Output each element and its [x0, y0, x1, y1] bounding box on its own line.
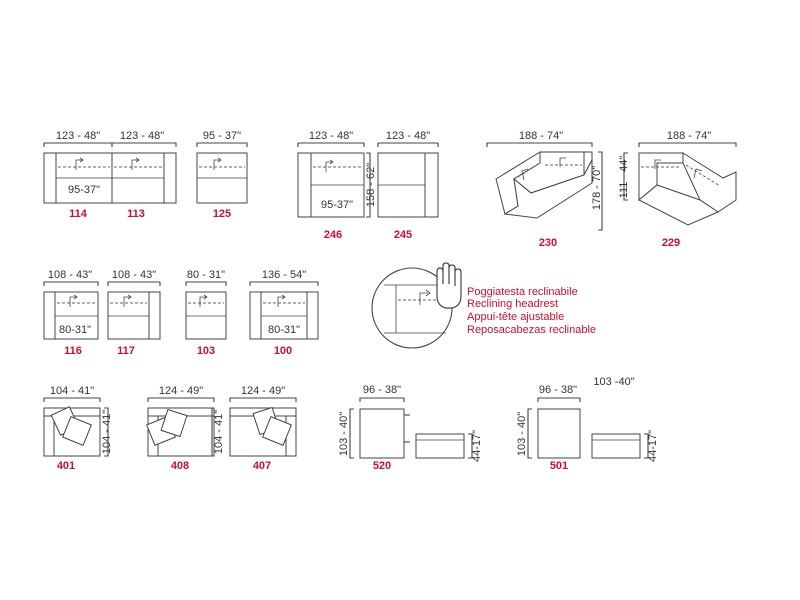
cushion-icon: [160, 408, 188, 438]
width-label: 124 - 49": [159, 385, 203, 397]
width-label: 188 - 74": [519, 130, 563, 142]
depth-label: 158 - 62": [365, 163, 377, 207]
depth-label: 111 - 44": [618, 156, 630, 199]
width-label: 188 - 74": [667, 130, 711, 142]
module-113: 123 - 48" 113: [111, 130, 177, 220]
module-230: 188 - 74" 230 178 - 70": [486, 130, 603, 249]
depth-label: 103 - 40": [338, 412, 350, 456]
hand-icon: [436, 262, 462, 309]
width-label: 136 - 54": [262, 269, 306, 281]
module-408: 124 - 49" 104 - 41" 408: [146, 385, 225, 472]
width-label: 123 - 48": [386, 130, 430, 142]
module-code: 230: [539, 237, 557, 249]
module-code: 103: [197, 345, 215, 357]
module-125: 95 - 37" 125: [196, 130, 248, 220]
module-code: 100: [274, 345, 292, 357]
width-label: 123 - 48": [56, 130, 100, 142]
width-label: 124 - 49": [241, 385, 285, 397]
module-401: 104 - 41" 104 - 41" 401: [43, 385, 113, 472]
module-code: 245: [394, 229, 412, 241]
depth-label: 103 - 40": [516, 412, 528, 456]
width-label: 95 - 37": [203, 130, 241, 142]
width-label: 123 - 48": [309, 130, 353, 142]
inner-width-label: 80-31": [268, 324, 300, 336]
inner-width-label: 80-31": [59, 324, 91, 336]
module-100: 136 - 54" 80-31" 100: [249, 269, 319, 357]
width-label: 108 - 43": [48, 269, 92, 281]
legend-line-fr: Appui-tête ajustable: [467, 311, 564, 323]
height-label: 44-17": [471, 430, 483, 462]
extra-dimension-label: 103 -40": [593, 376, 634, 388]
legend-line-en: Reclining headrest: [467, 298, 558, 310]
inner-width-label: 95-37": [321, 199, 353, 211]
height-label: 44-17": [647, 430, 659, 462]
module-code: 401: [57, 460, 75, 472]
module-520: 96 - 38" 103 - 40" 520 44-17": [338, 384, 483, 472]
depth-label: 104 - 41": [101, 410, 113, 454]
module-246: 123 - 48" 95-37" 246 158 - 62": [297, 130, 377, 241]
width-label: 108 - 43": [112, 269, 156, 281]
module-code: 520: [373, 460, 391, 472]
depth-label: 178 - 70": [591, 166, 603, 210]
module-407: 124 - 49" 407: [229, 385, 297, 472]
depth-label: 104 - 41": [213, 410, 225, 454]
legend-line-es: Reposacabezas reclinable: [467, 324, 596, 336]
width-label: 80 - 31": [187, 269, 225, 281]
width-label: 96 - 38": [363, 384, 401, 396]
module-code: 125: [213, 208, 231, 220]
cushion-icon: [262, 416, 292, 446]
legend-line-it: Poggiatesta reclinabile: [467, 286, 578, 298]
module-114: 123 - 48" 95-37" 114: [43, 130, 113, 220]
module-code: 229: [662, 237, 680, 249]
width-label: 123 - 48": [120, 130, 164, 142]
module-code: 246: [324, 229, 342, 241]
ottoman-side-view: [591, 433, 641, 459]
module-code: 113: [127, 208, 145, 220]
module-229: 188 - 74" 111 - 44" 229: [618, 130, 737, 249]
ottoman-side-view: [415, 433, 465, 459]
module-103: 80 - 31" 103: [185, 269, 227, 357]
width-label: 104 - 41": [50, 385, 94, 397]
module-code: 114: [69, 208, 88, 220]
module-code: 117: [117, 345, 135, 357]
module-501: 96 - 38" 103 -40" 103 - 40" 501 44-17": [516, 376, 659, 472]
module-code: 116: [64, 345, 82, 357]
headrest-legend: Poggiatesta reclinabile Reclining headre…: [371, 262, 596, 349]
inner-width-label: 95-37": [68, 184, 100, 196]
module-code: 407: [253, 460, 271, 472]
module-code: 408: [171, 460, 189, 472]
module-245: 123 - 48" 245: [377, 130, 439, 241]
module-117: 108 - 43" 117: [107, 269, 161, 357]
module-code: 501: [550, 460, 568, 472]
width-label: 96 - 38": [539, 384, 577, 396]
module-116: 108 - 43" 80-31" 116: [43, 269, 99, 357]
cushion-icon: [62, 416, 92, 446]
